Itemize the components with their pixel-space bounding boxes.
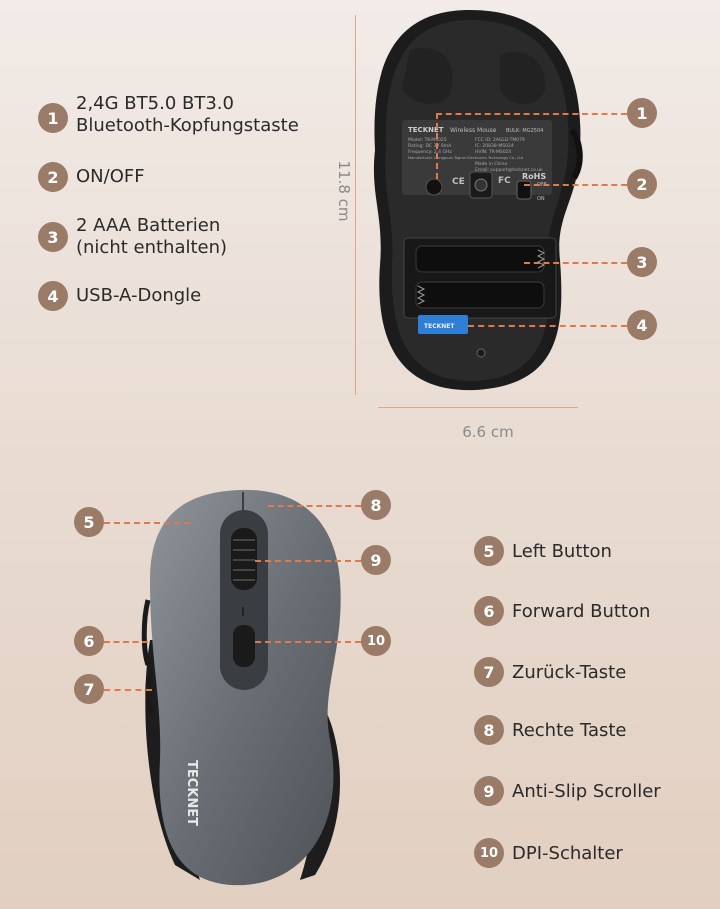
pairing-button — [425, 178, 443, 196]
feature-label-8: Rechte Taste — [512, 720, 627, 741]
feature-badge-7: 7 — [474, 657, 504, 687]
svg-text:TECKNET: TECKNET — [424, 323, 455, 330]
callout-line-4 — [468, 325, 627, 327]
callout-badge-7: 7 — [74, 674, 104, 704]
width-dimension-line — [378, 407, 578, 408]
feature-badge-8: 8 — [474, 715, 504, 745]
feature-badge-10: 10 — [474, 838, 504, 868]
svg-text:FC: FC — [498, 176, 511, 186]
callout-line-8 — [268, 505, 361, 507]
callout-badge-10: 10 — [361, 626, 391, 656]
callout-badge-1: 1 — [627, 98, 657, 128]
feature-label-4: USB-A-Dongle — [76, 285, 202, 306]
callout-badge-8: 8 — [361, 490, 391, 520]
svg-text:CE: CE — [452, 177, 465, 187]
callout-line-6 — [104, 641, 148, 643]
callout-line-7 — [104, 689, 152, 691]
feature-label-5: Left Button — [512, 541, 612, 562]
callout-badge-9: 9 — [361, 545, 391, 575]
mouse-brand-logo: TECKNET — [184, 760, 199, 826]
underside-rating: Rating: DC 3V 9mA — [408, 143, 452, 149]
feature-badge-9: 9 — [474, 776, 504, 806]
underside-rohs: RoHS — [522, 172, 546, 181]
callout-line-9 — [255, 560, 361, 562]
callout-badge-2: 2 — [627, 169, 657, 199]
callout-line-3 — [524, 262, 627, 264]
feature-label-10: DPI-Schalter — [512, 843, 623, 864]
dpi-button — [233, 625, 255, 667]
feature-badge-4: 4 — [38, 281, 68, 311]
underside-product: Wireless Mouse — [450, 127, 497, 134]
underside-email: Email: support@tecknet.co.uk — [475, 167, 543, 173]
callout-line-1 — [436, 113, 627, 115]
feature-badge-3: 3 — [38, 222, 68, 252]
feature-label-3: 2 AAA Batterien (nicht enthalten) — [76, 215, 228, 258]
underside-bulk: BULK: MG2504 — [506, 128, 543, 134]
underside-manufacturer: Manufacturer: Dongguan Togran Electronic… — [408, 156, 523, 160]
underside-ic: IC: 20838-MS024 — [475, 143, 514, 149]
underside-hvin: HVIN: TK-MS024 — [475, 149, 511, 155]
feature-label-7: Zurück-Taste — [512, 662, 627, 683]
feature-badge-6: 6 — [474, 596, 504, 626]
feature-label-1: 2,4G BT5.0 BT3.0 Bluetooth-Kopfungstaste — [76, 93, 299, 136]
callout-badge-3: 3 — [627, 247, 657, 277]
callout-line-5 — [104, 522, 190, 524]
feature-label-6: Forward Button — [512, 601, 651, 622]
callout-line-10 — [255, 641, 361, 643]
underside-on: ON — [537, 196, 545, 202]
callout-badge-4: 4 — [627, 310, 657, 340]
feature-badge-5: 5 — [474, 536, 504, 566]
feature-badge-1: 1 — [38, 103, 68, 133]
underside-fcc: FCC ID: 2AGLD-TM079 — [475, 137, 525, 143]
height-dimension-line — [355, 15, 356, 395]
width-dimension-label: 6.6 cm — [462, 423, 514, 441]
callout-line-2 — [524, 184, 627, 186]
callout-badge-5: 5 — [74, 507, 104, 537]
underside-made-in: Made in China — [475, 161, 507, 167]
feature-badge-2: 2 — [38, 162, 68, 192]
underside-brand: TECKNET — [408, 126, 444, 134]
callout-line-1-vertical — [436, 113, 438, 179]
usb-dongle — [418, 315, 468, 334]
callout-badge-6: 6 — [74, 626, 104, 656]
feature-label-9: Anti-Slip Scroller — [512, 781, 661, 802]
underside-frequency: Frequency: 2.4 GHz — [408, 149, 452, 155]
underside-model: Model: TK-MS025 — [408, 137, 447, 143]
feature-label-2: ON/OFF — [76, 166, 145, 187]
